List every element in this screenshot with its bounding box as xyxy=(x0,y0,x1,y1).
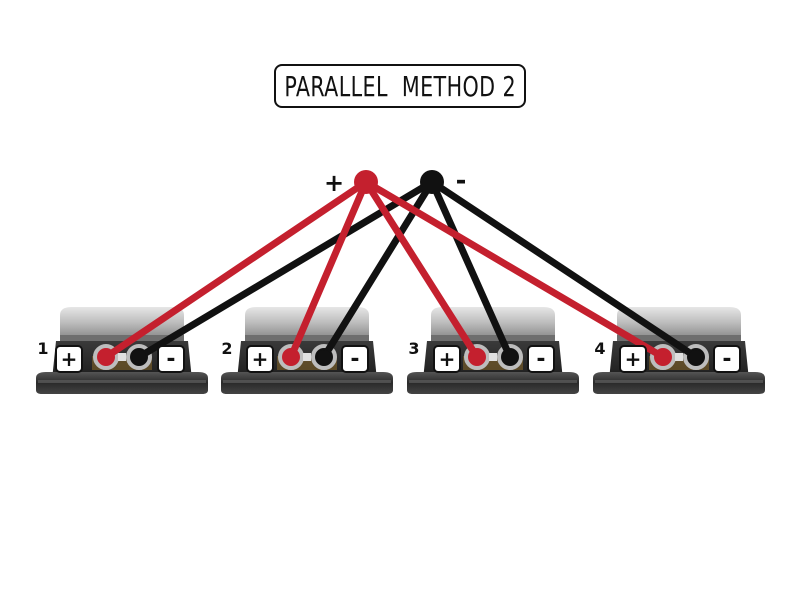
speaker-1-labels: 1 + - xyxy=(37,339,185,373)
source-negative-label: - xyxy=(456,166,467,196)
svg-text:4: 4 xyxy=(594,339,605,358)
svg-text:3: 3 xyxy=(408,339,419,358)
positive-wires xyxy=(102,178,667,361)
svg-text:-: - xyxy=(722,347,731,372)
source-positive-label: + xyxy=(324,169,344,197)
svg-text:+: + xyxy=(61,347,78,371)
svg-text:+: + xyxy=(252,347,269,371)
svg-text:+: + xyxy=(625,347,642,371)
diagram-title: PARALLEL METHOD 2 xyxy=(274,64,526,108)
svg-text:2: 2 xyxy=(221,339,232,358)
svg-text:-: - xyxy=(166,347,175,372)
svg-text:-: - xyxy=(350,347,359,372)
svg-text:1: 1 xyxy=(37,339,48,358)
speaker-3-labels: 3 + - xyxy=(408,339,555,373)
speaker-4-labels: 4 + - xyxy=(594,339,741,373)
speaker-2-labels: 2 + - xyxy=(221,339,369,373)
svg-text:+: + xyxy=(439,347,456,371)
source-negative-node xyxy=(420,170,444,194)
source-positive-node xyxy=(354,170,378,194)
svg-text:-: - xyxy=(536,347,545,372)
